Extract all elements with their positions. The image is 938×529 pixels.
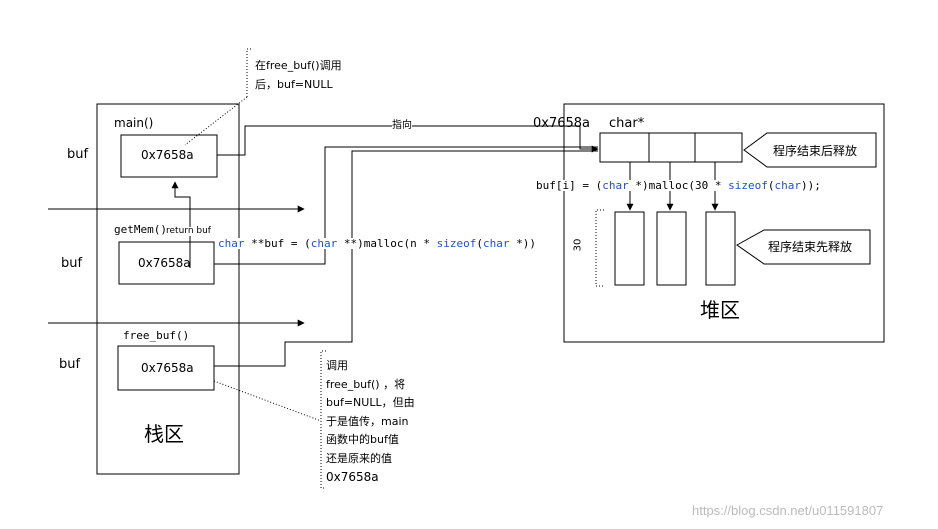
callout-side-text: 程序结束先释放 bbox=[768, 240, 853, 254]
char-array-3 bbox=[705, 211, 736, 286]
freebuf-func-label: free_buf() bbox=[123, 329, 190, 342]
pointer-label: 指向 bbox=[392, 120, 412, 131]
getmem-buf-box bbox=[118, 241, 215, 285]
heap-type-label: char* bbox=[609, 116, 645, 131]
inner-malloc-code: buf[i] = (char *)malloc(30 * sizeof(char… bbox=[536, 179, 821, 192]
count-brace bbox=[595, 209, 604, 287]
main-buf-value: 0x7658a bbox=[141, 148, 194, 162]
pointer-array bbox=[599, 132, 743, 163]
note-bottom-leader bbox=[213, 380, 322, 422]
getmem-pointer-line bbox=[214, 146, 598, 265]
note-top-bracket bbox=[246, 48, 251, 97]
char-array-1 bbox=[614, 211, 645, 286]
stack-region-box bbox=[96, 103, 240, 475]
callout-top-text: 程序结束后释放 bbox=[773, 144, 858, 158]
callout-top-shape bbox=[743, 132, 877, 168]
stack-buf-label-3: buf bbox=[59, 357, 81, 372]
freebuf-buf-box bbox=[117, 345, 215, 391]
freebuf-pointer-line bbox=[214, 150, 598, 367]
heap-address-label: 0x7658a bbox=[533, 116, 591, 131]
freebuf-buf-value: 0x7658a bbox=[141, 361, 194, 375]
stack-region-label: 栈区 bbox=[144, 422, 184, 446]
stack-buf-label-1: buf bbox=[67, 147, 89, 162]
heap-region-box bbox=[563, 103, 885, 343]
getmem-buf-value: 0x7658a bbox=[138, 256, 191, 270]
alloc-count-label: 30 bbox=[572, 238, 584, 252]
main-buf-box bbox=[120, 134, 218, 178]
note-top-leader bbox=[184, 96, 248, 146]
outer-malloc-code: char **buf = (char **)malloc(n * sizeof(… bbox=[218, 237, 536, 250]
main-pointer-line bbox=[217, 125, 599, 156]
note-bottom-bracket bbox=[320, 350, 326, 489]
note-bottom: 调用 free_buf() ，将 buf=NULL，但由 于是值传，main 函… bbox=[326, 359, 415, 484]
watermark: https://blog.csdn.net/u011591807 bbox=[692, 503, 884, 518]
getmem-func-label: getMem() bbox=[114, 223, 167, 236]
heap-region-label: 堆区 bbox=[700, 298, 740, 322]
main-func-label: main() bbox=[114, 116, 154, 130]
callout-side-shape bbox=[736, 229, 871, 265]
return-buf-label: return buf bbox=[166, 226, 211, 236]
stack-buf-label-2: buf bbox=[61, 256, 83, 271]
note-top: 在free_buf()调用 后，buf=NULL bbox=[255, 59, 342, 91]
char-array-2 bbox=[656, 211, 687, 286]
